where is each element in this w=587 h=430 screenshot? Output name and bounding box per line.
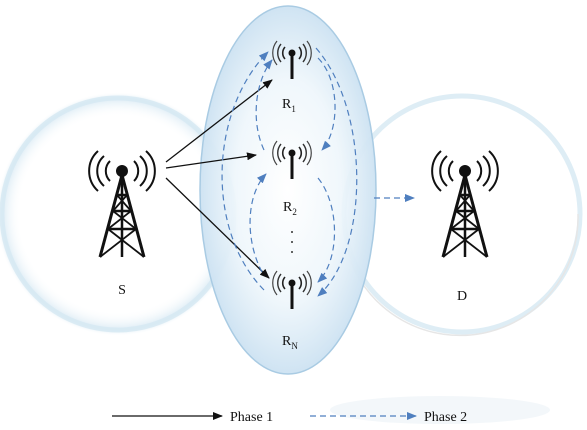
legend-phase2-label: Phase 2 [424, 410, 467, 425]
phase2-arrow-rn-to-r2 [249, 173, 267, 273]
phase2-arrow-r2-to-rn [317, 177, 335, 283]
phase1-arrows [165, 79, 273, 279]
phase1-arrow-rn [165, 177, 270, 279]
phase2-arrow-rn-to-r1 [221, 51, 269, 291]
destination-label: D [457, 289, 467, 304]
phase1-arrow-r2 [165, 152, 257, 169]
relay-1-label: R1 [282, 97, 296, 114]
relay-cluster [199, 5, 377, 375]
destination-tower-icon [430, 149, 500, 259]
relay-ellipsis [291, 231, 293, 253]
relay-2-label: R2 [283, 200, 297, 217]
phase2-arrow-r1-to-rn [315, 47, 358, 297]
phase2-arrows [221, 47, 415, 297]
source-label: S [118, 283, 126, 298]
legend-phase1-label: Phase 1 [230, 410, 273, 425]
relay-n-label: RN [282, 334, 298, 351]
phase2-arrow-r1-to-r2 [317, 57, 336, 151]
legend: Phase 1 Phase 2 [112, 410, 467, 425]
phase1-arrow-r1 [165, 79, 273, 163]
reflection-shadow [330, 396, 550, 424]
